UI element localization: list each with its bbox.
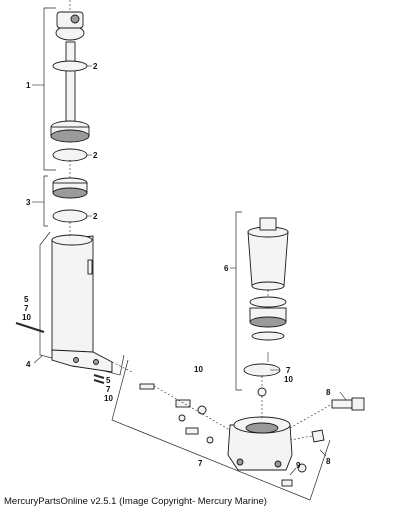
callout-10-left: 10 [22,313,31,322]
callout-7-left: 7 [24,304,29,313]
o-ring-middle[interactable] [52,148,88,162]
assembly-guide-dashes [69,0,333,441]
callout-5-left: 5 [24,295,29,304]
valve-spool-components[interactable] [139,383,293,487]
callout-7-lower: 7 [106,385,111,394]
trim-cylinder-rod-assembly[interactable] [43,7,90,171]
housing-bolts[interactable] [15,322,105,384]
seal-ring[interactable] [249,296,287,308]
callout-7-pump: 7 [198,459,203,468]
reservoir-cap-assembly[interactable] [235,211,289,391]
cylinder-housing[interactable] [39,231,125,376]
callout-10-reservoir: 10 [284,375,293,384]
callout-8-lower: 8 [326,457,331,466]
callout-3: 3 [26,198,31,207]
retaining-ring[interactable] [251,331,285,341]
check-valve[interactable] [257,387,267,397]
callout-2-middle: 2 [93,151,98,160]
pump-body-assembly[interactable] [111,359,331,501]
callout-9: 9 [296,461,301,470]
o-ring-lower[interactable] [52,209,88,223]
callout-1: 1 [26,81,31,90]
callout-5-lower: 5 [106,376,111,385]
callout-2-lower: 2 [93,212,98,221]
image-caption: MercuryPartsOnline v2.5.1 (Image Copyrig… [4,496,267,507]
callout-10-valve: 10 [194,365,203,374]
callout-10-lower: 10 [104,394,113,403]
filter-piston[interactable] [249,307,287,328]
hydraulic-fitting-assembly[interactable] [297,397,365,473]
callout-labels: 1 2 2 3 2 4 5 7 10 5 7 10 6 7 10 10 8 8 … [22,62,331,470]
callout-4: 4 [26,360,31,369]
callout-2-upper: 2 [93,62,98,71]
o-ring-upper[interactable] [52,60,88,72]
callout-7-reservoir: 7 [286,366,291,375]
callout-8-upper: 8 [326,388,331,397]
piston-seal-set[interactable] [43,175,88,227]
leader-lines [32,65,347,476]
callout-6: 6 [224,264,229,273]
